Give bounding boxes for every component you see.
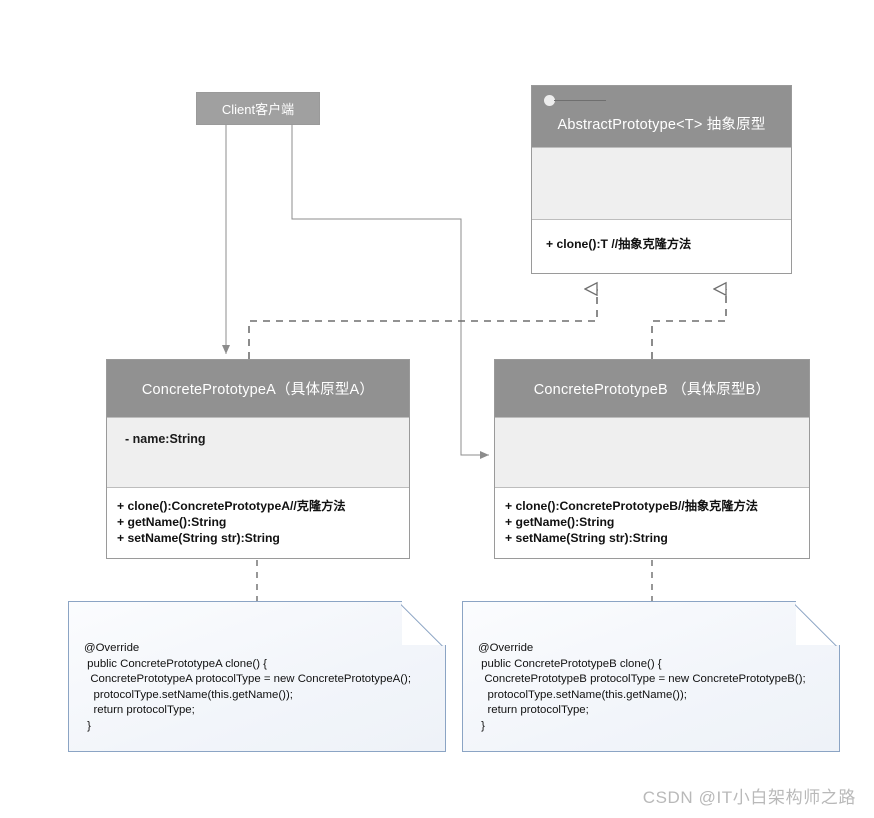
abstract-prototype-header: AbstractPrototype<T> 抽象原型 (532, 86, 791, 147)
class-box-concrete-prototype-a[interactable]: ConcretePrototypeA（具体原型A） - name:String … (106, 359, 410, 559)
note-b-fold-edge-icon (795, 600, 841, 646)
class-box-concrete-prototype-b[interactable]: ConcretePrototypeB （具体原型B） + clone():Con… (494, 359, 810, 559)
concrete-b-header: ConcretePrototypeB （具体原型B） (495, 360, 809, 417)
concrete-b-operations: + clone():ConcretePrototypeB//抽象克隆方法 + g… (495, 488, 809, 558)
concrete-a-operations: + clone():ConcretePrototypeA//克隆方法 + get… (107, 488, 409, 558)
watermark: CSDN @IT小白架构师之路 (642, 788, 856, 807)
note-a-body (68, 601, 446, 752)
edge-realization-b-to-abstract (651, 289, 727, 359)
operation-item: + setName(String str):String (117, 531, 280, 546)
class-box-abstract-prototype[interactable]: AbstractPrototype<T> 抽象原型 + clone():T //… (531, 85, 792, 274)
concrete-b-name: ConcretePrototypeB （具体原型B） (533, 382, 771, 398)
code-note-b[interactable]: @Override public ConcretePrototypeB clon… (462, 600, 841, 752)
note-a-fold-edge-icon (401, 600, 447, 646)
attribute-item: - name:String (125, 432, 206, 446)
code-note-a[interactable]: @Override public ConcretePrototypeA clon… (68, 600, 447, 752)
concrete-a-header: ConcretePrototypeA（具体原型A） (107, 360, 409, 417)
concrete-b-attributes (495, 417, 809, 488)
operation-item: + clone():ConcretePrototypeA//克隆方法 (117, 499, 346, 513)
abstract-prototype-operations: + clone():T //抽象克隆方法 (532, 220, 791, 273)
note-b-code: @Override public ConcretePrototypeB clon… (478, 642, 806, 732)
edge-realization-a-to-abstract (248, 289, 598, 359)
note-b-body (462, 601, 840, 752)
client-label: Client客户端 (221, 102, 295, 117)
note-a-code: @Override public ConcretePrototypeA clon… (84, 642, 412, 732)
concrete-a-attributes: - name:String (107, 417, 409, 488)
interface-lollipop-icon (544, 95, 606, 107)
operation-item: + clone():T //抽象克隆方法 (546, 237, 692, 251)
abstract-prototype-name: AbstractPrototype<T> 抽象原型 (557, 117, 766, 133)
operation-item: + getName():String (117, 515, 227, 530)
operation-item: + clone():ConcretePrototypeB//抽象克隆方法 (505, 499, 758, 513)
operation-item: + setName(String str):String (505, 531, 668, 546)
class-box-client[interactable]: Client客户端 (196, 92, 320, 125)
abstract-prototype-attributes (532, 147, 791, 220)
operation-item: + getName():String (505, 515, 615, 530)
concrete-a-name: ConcretePrototypeA（具体原型A） (141, 382, 375, 398)
